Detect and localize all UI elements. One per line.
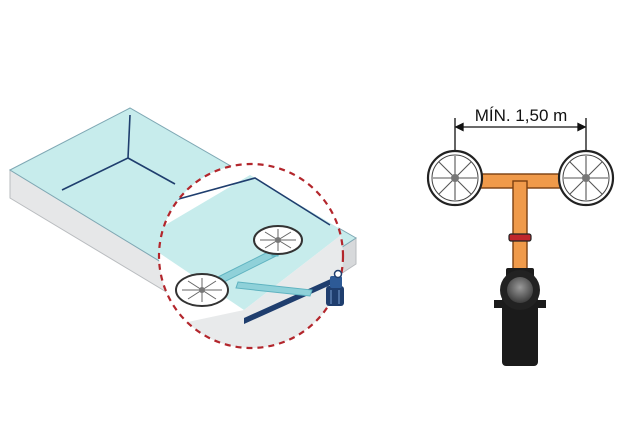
union-ring-icon	[508, 233, 532, 242]
zoom-dashed-outline	[157, 162, 345, 350]
spacing-diagram: MÍN. 1,50 m	[426, 106, 615, 366]
orange-pipes	[473, 173, 567, 271]
zoom-inner-wall	[174, 177, 331, 226]
pool-inner-floor	[127, 157, 176, 185]
zoom-nozzle-left	[175, 273, 229, 307]
zoom-nozzle-right	[253, 225, 303, 255]
return-nozzle-icon	[426, 149, 484, 207]
pump-icon	[494, 268, 546, 366]
return-nozzle-icon-right	[557, 149, 615, 207]
zoom-water	[159, 175, 343, 310]
pool-pump-icon	[326, 269, 344, 306]
zoom-pool-edge	[244, 277, 335, 324]
dimension-label: MÍN. 1,50 m	[475, 106, 568, 125]
zoom-circle	[157, 162, 345, 350]
zoom-deck-front	[159, 232, 343, 348]
